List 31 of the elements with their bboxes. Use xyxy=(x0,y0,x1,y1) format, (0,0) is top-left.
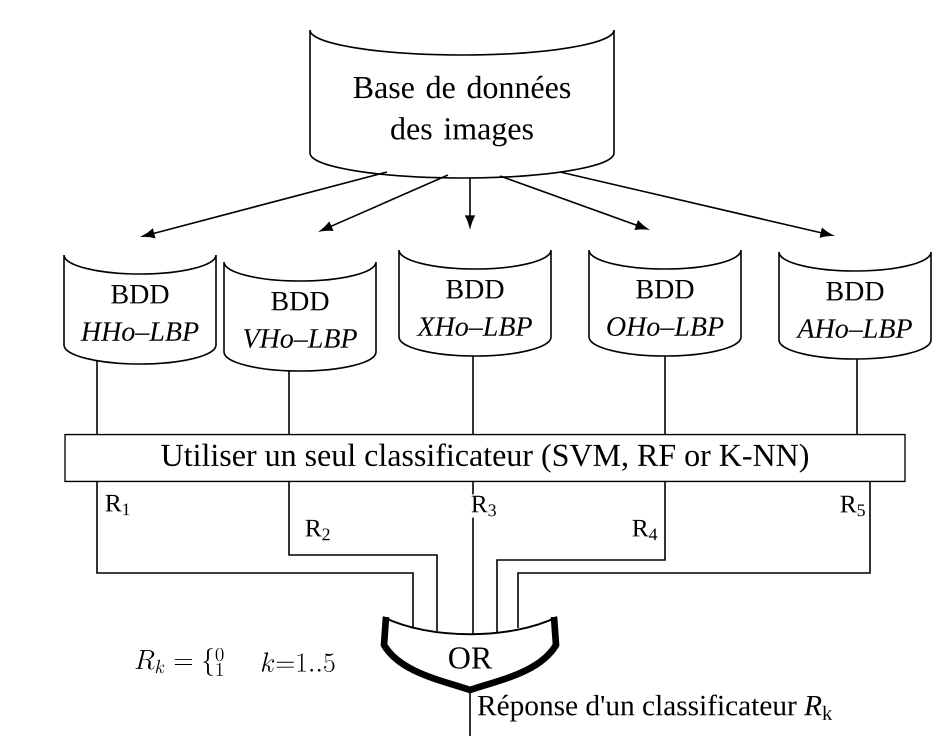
database-cylinder: BDD AHo–LBP xyxy=(778,251,932,360)
database-cylinder: BDD VHo–LBP xyxy=(223,261,377,372)
connector xyxy=(472,356,474,435)
database-cylinder: BDD HHo–LBP xyxy=(63,254,217,365)
connector xyxy=(320,174,448,232)
connector xyxy=(560,171,832,238)
connector xyxy=(496,482,666,632)
edge-label: R$_{3}$ xyxy=(469,494,499,518)
connector xyxy=(517,482,871,628)
range-formula: $k{=}1..5$ xyxy=(262,652,334,672)
edge-label: R$_{1}$ xyxy=(103,494,133,517)
database-cylinder: BDD XHo–LBP xyxy=(398,249,552,357)
connector xyxy=(96,360,98,435)
connector xyxy=(288,370,290,435)
connector xyxy=(96,482,414,627)
connector xyxy=(142,171,388,238)
output-caption: Réponse d'un classificateur R$_{k}$ xyxy=(478,694,832,722)
connector xyxy=(465,178,475,228)
edge-label: R$_{2}$ xyxy=(303,518,333,542)
database-cylinder: Base de données des images xyxy=(309,29,615,179)
edge-label: R$_{5}$ xyxy=(838,494,868,518)
edge-label: R$_{4}$ xyxy=(630,518,660,542)
database-cylinder: BDD OHo–LBP xyxy=(588,249,742,357)
membership-formula: $R_k =\left\{\substack{0\\1}\right.$ xyxy=(135,648,224,676)
connector xyxy=(469,690,471,736)
connector xyxy=(288,482,438,631)
connector xyxy=(664,356,666,435)
connector xyxy=(500,175,648,230)
or-gate: OR xyxy=(380,616,560,694)
classifier-box: Utiliser un seul classificateur (SVM, RF or K-NN) xyxy=(64,434,906,482)
connector xyxy=(856,359,858,435)
